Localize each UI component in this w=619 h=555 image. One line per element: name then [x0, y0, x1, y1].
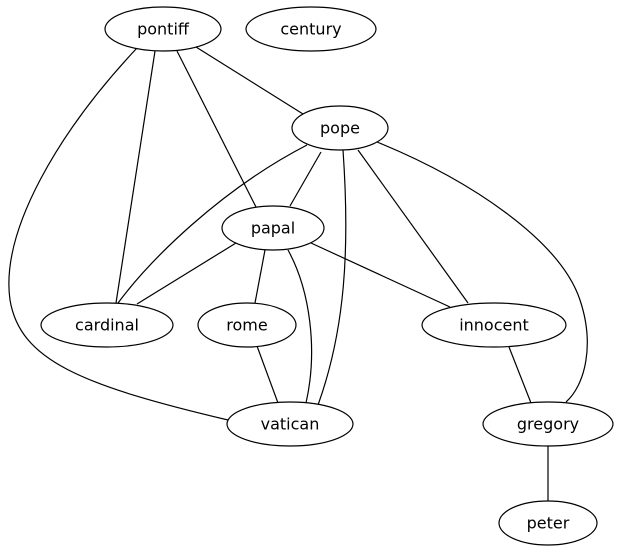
node-cardinal-ellipse [40, 302, 174, 348]
node-cardinal-label: cardinal [75, 316, 139, 335]
node-cardinal: cardinal [40, 302, 174, 348]
edge-papal-cardinal [136, 242, 237, 305]
edge-pope-cardinal [117, 144, 308, 304]
node-century-ellipse [245, 6, 377, 52]
node-gregory: gregory [482, 401, 614, 447]
edge-papal-vatican [287, 249, 313, 404]
node-peter: peter [498, 500, 598, 546]
edge-papal-rome [254, 249, 266, 304]
node-vatican-label: vatican [261, 415, 320, 434]
node-pope-ellipse [291, 105, 389, 151]
node-pontiff-ellipse [104, 6, 222, 52]
edge-papal-innocent [310, 242, 451, 308]
node-vatican: vatican [226, 401, 354, 447]
edge-pontiff-vatican [8, 47, 229, 421]
node-peter-label: peter [527, 514, 570, 533]
node-pontiff-label: pontiff [137, 20, 190, 39]
edge-rome-vatican [256, 345, 279, 404]
node-peter-ellipse [498, 500, 598, 546]
node-century-label: century [280, 20, 341, 39]
edge-pontiff-papal [176, 50, 257, 208]
edge-pontiff-pope [195, 46, 304, 115]
edge-pope-innocent [357, 149, 469, 304]
node-pope-label: pope [320, 119, 360, 138]
node-innocent-ellipse [421, 302, 567, 348]
node-rome: rome [197, 302, 297, 348]
edge-pope-vatican [317, 149, 347, 406]
edge-innocent-gregory [508, 346, 532, 404]
node-century: century [245, 6, 377, 52]
node-innocent-label: innocent [459, 316, 529, 335]
node-papal-label: papal [251, 219, 295, 238]
node-rome-label: rome [226, 316, 267, 335]
node-rome-ellipse [197, 302, 297, 348]
node-layer: pontiff century pope papal cardinal rome innoc… [40, 6, 614, 546]
node-innocent: innocent [421, 302, 567, 348]
node-papal-ellipse [221, 205, 325, 251]
edge-pope-gregory [376, 141, 588, 403]
edge-pontiff-cardinal [115, 50, 156, 304]
node-vatican-ellipse [226, 401, 354, 447]
node-pontiff: pontiff [104, 6, 222, 52]
node-pope: pope [291, 105, 389, 151]
edge-layer [8, 46, 588, 501]
node-papal: papal [221, 205, 325, 251]
edge-pope-papal [289, 151, 322, 207]
node-gregory-ellipse [482, 401, 614, 447]
node-gregory-label: gregory [517, 415, 579, 434]
